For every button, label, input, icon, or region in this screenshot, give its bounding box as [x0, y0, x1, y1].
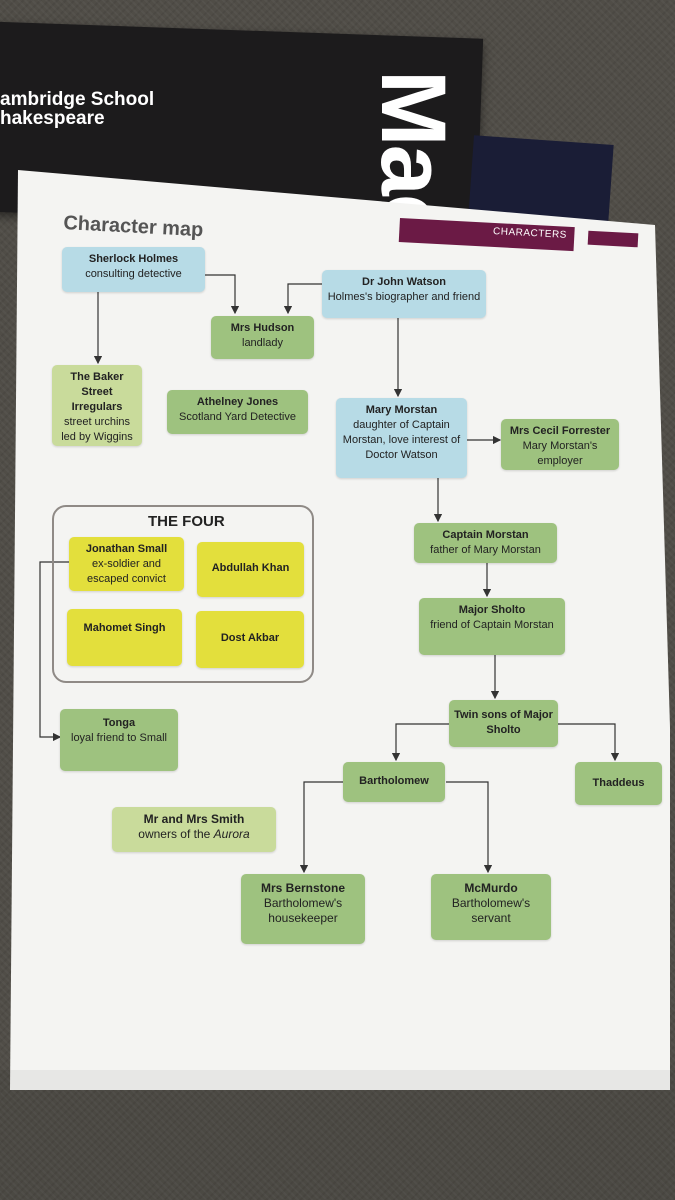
node-bartholomew: Bartholomew — [343, 762, 445, 802]
node-captain-morstan: Captain Morstan father of Mary Morstan — [414, 523, 557, 563]
node-john-watson: Dr John Watson Holmes's biographer and f… — [322, 270, 486, 318]
node-name: Bartholomew — [359, 775, 429, 787]
node-mrs-bernstone: Mrs Bernstone Bartholomew's housekeeper — [241, 874, 365, 944]
node-name: Dost Akbar — [220, 632, 280, 644]
node-name: Twin sons of Major Sholto — [454, 709, 553, 736]
node-name: Mary Morstan — [365, 404, 438, 416]
node-sherlock-holmes: Sherlock Holmes consulting detective — [62, 247, 205, 292]
node-name: Tonga — [102, 717, 136, 729]
node-jonathan-small: Jonathan Small ex-soldier and escaped co… — [69, 537, 184, 591]
node-description: landlady — [242, 337, 283, 349]
node-mr-mrs-smith: Mr and Mrs Smith owners of the Aurora — [112, 807, 276, 852]
node-name: Jonathan Small — [85, 543, 168, 555]
carpet-shadow — [0, 1070, 675, 1200]
node-description: street urchins led by Wiggins — [61, 416, 133, 443]
node-name: Athelney Jones — [196, 396, 279, 408]
node-name: Dr John Watson — [362, 276, 446, 288]
node-dost-akbar: Dost Akbar — [196, 611, 304, 668]
node-description: Bartholomew's housekeeper — [263, 896, 343, 925]
node-name: Mrs Bernstone — [260, 881, 346, 895]
node-name: Major Sholto — [458, 604, 526, 616]
node-description: Scotland Yard Detective — [179, 411, 296, 423]
node-mrs-hudson: Mrs Hudson landlady — [211, 316, 314, 359]
node-thaddeus: Thaddeus — [575, 762, 662, 805]
node-athelney-jones: Athelney Jones Scotland Yard Detective — [167, 390, 308, 434]
the-four-title: THE FOUR — [148, 513, 225, 530]
node-twin-sons: Twin sons of Major Sholto — [449, 700, 558, 747]
node-mahomet-singh: Mahomet Singh — [67, 609, 182, 666]
node-name: McMurdo — [464, 881, 518, 895]
node-description: daughter of Captain Morstan, love intere… — [342, 419, 461, 461]
node-major-sholto: Major Sholto friend of Captain Morstan — [419, 598, 565, 655]
node-baker-street-irregulars: The Baker Street Irregulars street urchi… — [52, 365, 142, 446]
node-tonga: Tonga loyal friend to Small — [60, 709, 178, 771]
node-abdullah-khan: Abdullah Khan — [197, 542, 304, 597]
node-description: loyal friend to Small — [71, 732, 167, 744]
node-name: Mrs Hudson — [230, 322, 295, 334]
node-mary-morstan: Mary Morstan daughter of Captain Morstan… — [336, 398, 467, 478]
node-name: Mr and Mrs Smith — [143, 812, 245, 826]
node-name: The Baker Street Irregulars — [70, 371, 124, 413]
node-description: consulting detective — [85, 268, 182, 280]
book-publisher-logo: ambridge School hakespeare — [0, 90, 154, 128]
publisher-line-2: hakespeare — [0, 108, 105, 129]
node-description: father of Mary Morstan — [430, 544, 541, 556]
publisher-line-1: ambridge School — [0, 89, 155, 110]
node-description: Mary Morstan's employer — [522, 440, 598, 467]
node-description: friend of Captain Morstan — [430, 619, 554, 631]
node-name: Mahomet Singh — [83, 622, 166, 634]
node-name: Sherlock Holmes — [88, 253, 179, 265]
node-cecil-forrester: Mrs Cecil Forrester Mary Morstan's emplo… — [501, 419, 619, 470]
node-name: Captain Morstan — [442, 529, 529, 541]
node-description: Holmes's biographer and friend — [327, 291, 481, 303]
the-four-group-frame — [52, 505, 314, 683]
node-description: Bartholomew's servant — [451, 896, 531, 925]
node-name: Thaddeus — [592, 777, 645, 789]
node-name: Mrs Cecil Forrester — [509, 425, 611, 437]
node-name: Abdullah Khan — [211, 562, 290, 574]
smith-desc-ship: Aurora — [213, 827, 250, 841]
node-description: owners of the Aurora — [116, 827, 272, 842]
smith-desc-prefix: owners of the — [138, 827, 211, 841]
node-mcmurdo: McMurdo Bartholomew's servant — [431, 874, 551, 940]
node-description: ex-soldier and escaped convict — [87, 558, 166, 585]
